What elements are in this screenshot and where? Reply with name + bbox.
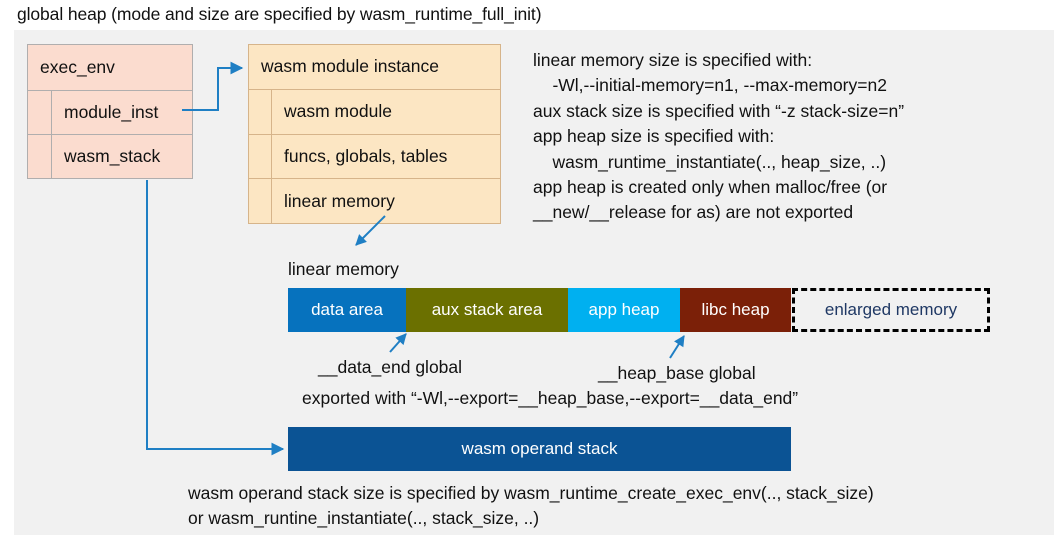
wasm-module-instance-box: wasm module instance wasm module funcs, …: [248, 44, 501, 224]
indent-gutter: [28, 135, 52, 178]
module-instance-field-linear-memory-label: linear memory: [284, 190, 395, 211]
exec-env-header-row: exec_env: [27, 44, 193, 91]
memory-segment-app-heap: app heap: [568, 288, 680, 332]
exec-env-field-wasm-stack: wasm_stack: [27, 135, 193, 179]
diagram-title: global heap (mode and size are specified…: [17, 4, 542, 24]
module-instance-field-funcs-globals-tables: funcs, globals, tables: [248, 134, 501, 180]
configuration-notes: linear memory size is specified with: -W…: [533, 50, 905, 223]
linear-memory-bar-label: linear memory: [288, 259, 399, 279]
module-instance-field-wasm-module-label: wasm module: [284, 101, 392, 122]
indent-gutter: [249, 134, 272, 179]
wasm-operand-stack-bar: wasm operand stack: [288, 427, 791, 471]
exec-env-field-wasm-stack-label: wasm_stack: [64, 146, 161, 166]
indent-gutter: [249, 89, 272, 134]
module-instance-field-linear-memory: linear memory: [248, 179, 501, 224]
module-instance-field-wasm-module: wasm module: [248, 89, 501, 135]
memory-segment-aux-stack-area: aux stack area: [406, 288, 568, 332]
exec-env-field-module-inst-label: module_inst: [64, 102, 159, 122]
module-instance-header-label: wasm module instance: [261, 56, 439, 77]
linear-memory-bar: data area aux stack area app heap libc h…: [288, 288, 990, 332]
memory-segment-libc-heap: libc heap: [680, 288, 791, 332]
operand-stack-footnote: wasm operand stack size is specified by …: [188, 483, 874, 529]
memory-segment-enlarged-memory: enlarged memory: [792, 288, 990, 332]
indent-gutter: [28, 91, 52, 134]
annotation-data-end: __data_end global: [318, 357, 463, 377]
exec-env-box: exec_env module_inst wasm_stack: [27, 44, 193, 179]
module-instance-header-row: wasm module instance: [248, 44, 501, 90]
module-instance-field-funcs-globals-tables-label: funcs, globals, tables: [284, 145, 448, 166]
exec-env-field-module-inst: module_inst: [27, 91, 193, 135]
exec-env-header-label: exec_env: [40, 57, 115, 77]
annotation-heap-base: __heap_base global: [598, 363, 756, 383]
indent-gutter: [249, 179, 272, 223]
annotation-exported-with: exported with “-Wl,--export=__heap_base,…: [302, 388, 799, 408]
memory-segment-data-area: data area: [288, 288, 406, 332]
